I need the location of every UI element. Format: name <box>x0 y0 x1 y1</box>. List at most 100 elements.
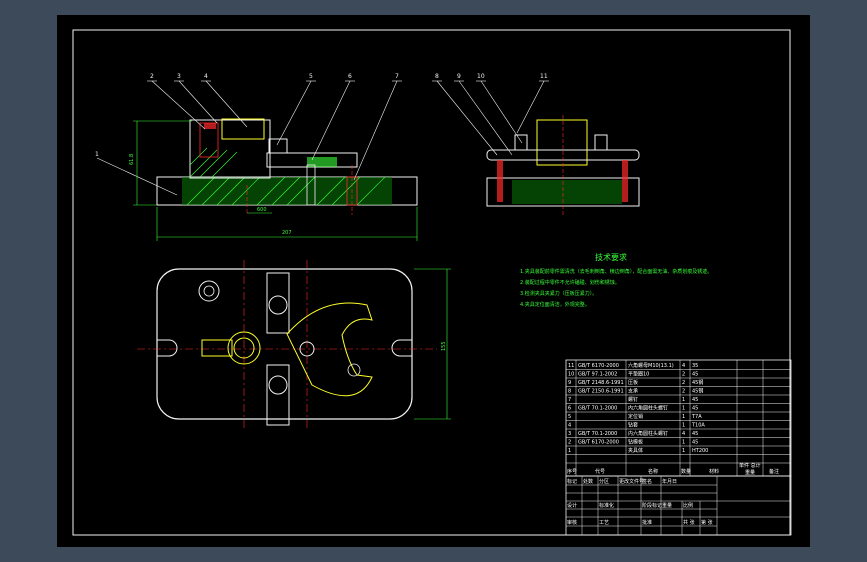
bom-cell-qty: 2 <box>682 389 685 395</box>
plan-hole-1 <box>198 280 220 302</box>
balloon-4: 4 <box>204 73 208 80</box>
leader-lines <box>96 80 549 196</box>
plan-end-slot-left <box>157 339 178 357</box>
side-nut-left <box>514 134 528 151</box>
drawing-sheet: 1 2 3 4 5 6 7 8 9 10 11 61.8 207 600 <box>57 15 810 547</box>
bom-cell-name: 钻套 <box>628 422 638 429</box>
title-cell: 分区 <box>599 478 609 485</box>
title-cell: 第 张 <box>701 519 713 526</box>
bom-cell-qty: 1 <box>682 414 685 420</box>
bom-header-code: 代号 <box>595 468 605 475</box>
balloon-7: 7 <box>395 73 399 80</box>
bom-cell-qty: 2 <box>682 380 685 386</box>
title-cell: 共 张 <box>683 519 695 526</box>
title-block: 标记处数分区更改文件号签名年月日设计标准化阶段标记重量比例审核工艺批准共 张第 … <box>565 475 792 536</box>
bom-cell-name: 内六角圆柱头螺钉 <box>628 430 668 437</box>
balloon-6: 6 <box>348 73 352 80</box>
side-nut-right <box>594 134 608 151</box>
front-view <box>156 118 418 215</box>
plan-slot-bottom <box>266 364 290 426</box>
title-cell: 工艺 <box>599 520 609 526</box>
bom-cell-name: 内六角圆柱头螺钉 <box>628 405 668 412</box>
bom-cell-material: 45 <box>692 372 698 378</box>
title-cell: 审核 <box>567 519 577 526</box>
title-cells: 标记处数分区更改文件号签名年月日设计标准化阶段标记重量比例审核工艺批准共 张第 … <box>567 478 713 526</box>
bom-cell-name: 夹具体 <box>628 447 643 454</box>
screw-shank <box>306 164 316 206</box>
title-cell: 标准化 <box>599 502 614 509</box>
balloon-8: 8 <box>435 73 439 80</box>
balloon-3: 3 <box>177 73 181 80</box>
screw-head <box>204 123 216 129</box>
balloon-1: 1 <box>95 151 99 158</box>
balloon-5: 5 <box>309 73 313 80</box>
dim-height: 61.8 <box>129 154 135 165</box>
tech-requirements-title: 技术要求 <box>595 252 627 262</box>
bom-cell-name: 六角螺母M10(13.1) <box>628 362 674 369</box>
title-cell: 比例 <box>683 502 693 509</box>
bom-cell-material: 45 <box>692 406 698 412</box>
side-bolt-right <box>622 160 628 202</box>
bom-cell-name: 压板 <box>628 379 638 386</box>
bom-cell-qty: 1 <box>682 397 685 403</box>
bom-cell-index: 2 <box>568 440 571 446</box>
bom-cell-code: GB/T 2150.6-1991 <box>578 389 624 395</box>
bom-cell-index: 9 <box>568 380 571 386</box>
plan-clamp <box>286 302 373 397</box>
bom-cell-qty: 1 <box>682 423 685 429</box>
dim-plan-height: 155 <box>441 341 447 351</box>
bom-cell-qty: 1 <box>682 448 685 454</box>
bom-cell-material: 45 <box>692 431 698 437</box>
title-cell: 重量 <box>662 502 672 509</box>
bom-cell-code: GB/T 2148.6-1991 <box>578 380 624 386</box>
bom-header-index: 序号 <box>567 468 577 475</box>
bom-cell-name: 螺钉 <box>628 396 638 403</box>
bom-cell-qty: 4 <box>682 363 685 369</box>
bom-header-note: 备注 <box>769 468 779 475</box>
bom-cell-index: 7 <box>568 397 571 403</box>
base-hatch-lines <box>186 176 386 206</box>
title-cell: 签名 <box>642 478 652 485</box>
plan-slot-top <box>266 272 290 334</box>
bom-cell-material: T7A <box>691 414 702 420</box>
balloon-10: 10 <box>477 73 485 80</box>
dimension-lines <box>133 120 418 241</box>
bom-cell-name: 平垫圈10 <box>628 371 649 378</box>
bom-cell-material: 35 <box>692 363 698 369</box>
bom-cell-index: 3 <box>568 431 571 437</box>
plan-outline <box>156 268 413 420</box>
title-cell: 批准 <box>642 519 652 526</box>
pin-section <box>346 176 358 206</box>
balloon-9: 9 <box>457 73 461 80</box>
base-hatch <box>182 177 392 205</box>
side-support <box>536 119 588 166</box>
title-cell: 标记 <box>567 478 577 485</box>
bom-cell-qty: 2 <box>682 372 685 378</box>
bom-cell-qty: 1 <box>682 440 685 446</box>
dim-base-width: 207 <box>282 230 292 236</box>
bom-header-unit-weight: 单件 总计 <box>739 462 761 469</box>
drill-plate-stand <box>189 119 271 179</box>
side-base-hatch <box>512 180 622 204</box>
bom-cell-index: 6 <box>568 406 571 412</box>
clamp-hatch <box>307 157 337 167</box>
plan-hole-3 <box>268 375 288 395</box>
balloon-11: 11 <box>540 73 548 80</box>
balloon-2: 2 <box>150 73 154 80</box>
bom-cell-code: GB/T 70.1-2000 <box>578 406 617 412</box>
bom-cell-name: 钻模板 <box>628 439 643 446</box>
bom-cell-material: 45钢 <box>692 379 703 386</box>
bom-cell-code: GB/T 6170-2000 <box>578 363 619 369</box>
bom-cell-index: 10 <box>568 372 574 378</box>
title-cell: 处数 <box>583 478 593 485</box>
bom-cell-name: 定位销 <box>628 413 643 420</box>
bom-cell-qty: 4 <box>682 431 685 437</box>
bom-cell-index: 11 <box>568 363 574 369</box>
plan-end-slot-right <box>391 339 412 357</box>
cad-drawing: 1 2 3 4 5 6 7 8 9 10 11 61.8 207 600 <box>72 29 792 536</box>
bom-cell-index: 5 <box>568 414 571 420</box>
bom-cell-index: 4 <box>568 423 571 429</box>
